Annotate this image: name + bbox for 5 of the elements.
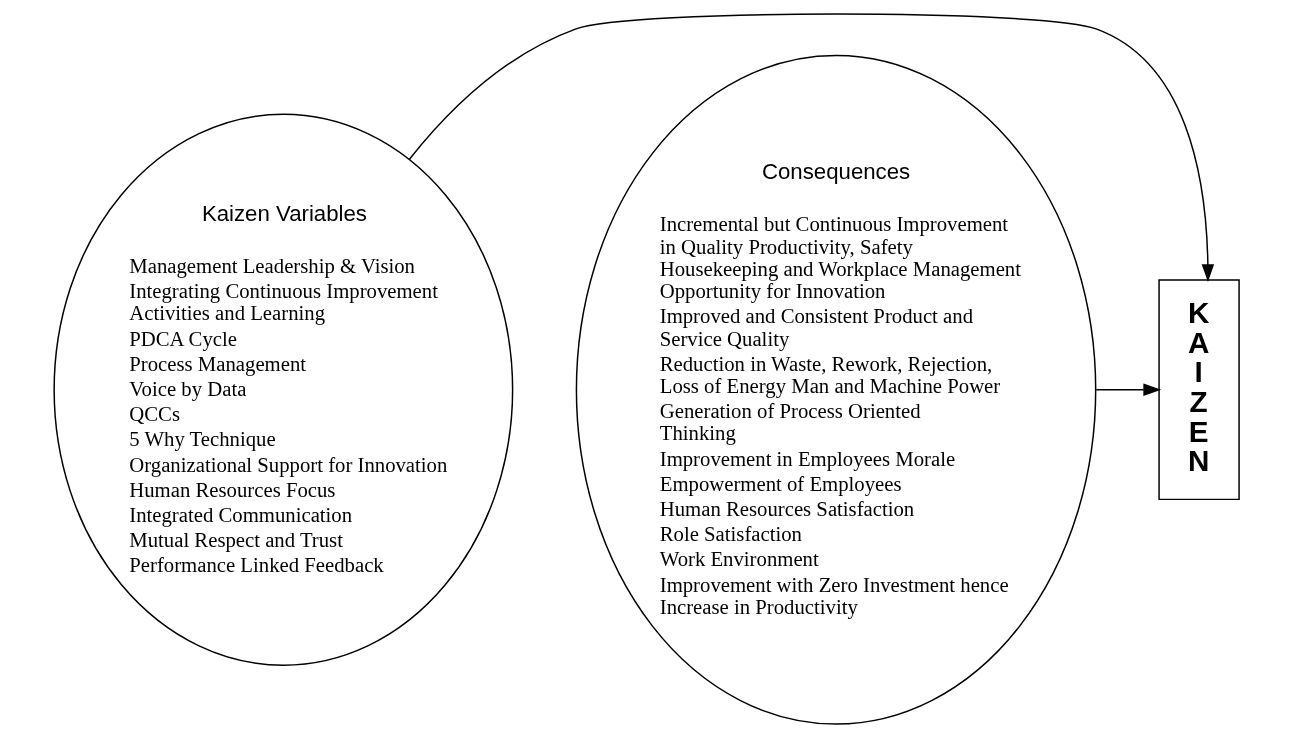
node-ellipse: Kaizen Variables Management Leadership & Vision Integrating Continuous Improvement Activities and Learning PDCA Cycle Process Management Voice by Data QCCs 5 Why Technique Organizational Support for Innovation Human Resources Focus Integrated Communication Mutual Respect and Trust Performance Linked Feedback	[52, 113, 513, 666]
arrow	[408, 13, 1214, 283]
node-box: K A I Z E N	[1157, 279, 1240, 501]
node-ellipse: Consequences Incremental but Continuous Improvement in Quality Productivity, Safety Housekeeping and Workplace Management Opportunity for Innovation Improved and Consistent Product and Service Quality Reduction in Waste, Rework, Rejection, Loss of Energy Man and Machine Power Generation of Process Oriented Thinking Improvement in Employees Morale Empowerment of Employees Human Resources Satisfaction Role Satisfaction Work Environment Improvement with Zero Investment hence Increase in Productivity	[575, 54, 1096, 725]
arrow	[1095, 383, 1161, 396]
